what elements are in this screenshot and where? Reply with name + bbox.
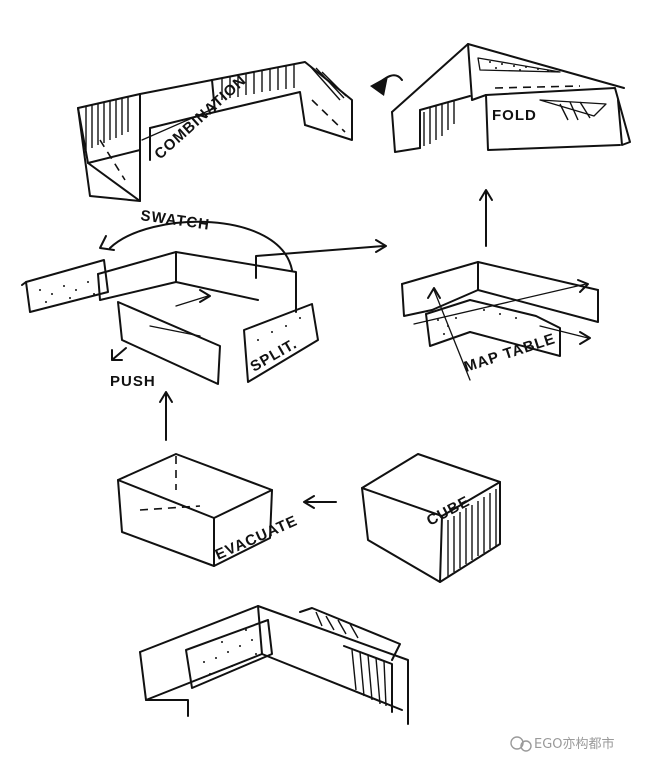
combination-sketch: COMBINATION — [77, 61, 353, 202]
fold-stipple — [489, 61, 549, 72]
label-map-table: MAP TABLE — [462, 330, 558, 376]
combination-hatch — [85, 65, 347, 150]
label-push: PUSH — [110, 373, 156, 390]
swatch-stipple — [39, 281, 301, 341]
evacuate-sketch: EVACUATE — [117, 453, 301, 567]
watermark-text: EGO亦构都市 — [534, 736, 615, 752]
cube-sketch: CUBE — [361, 453, 501, 583]
fold-sketch: FOLD — [391, 43, 631, 153]
bottom-hatch — [315, 611, 387, 707]
label-fold: FOLD — [492, 107, 537, 124]
label-swatch: SWATCH — [139, 207, 211, 234]
swatch-sketch: SWATCH PUSH SPLIT. — [21, 207, 387, 390]
maptable-sketch: MAP TABLE — [401, 261, 599, 381]
label-combination: COMBINATION — [151, 72, 250, 163]
fold-hatch — [423, 100, 591, 146]
arrow-evacuate-to-push — [159, 391, 173, 441]
arrow-fold-to-combination — [370, 74, 403, 96]
watermark: EGO亦构都市 — [510, 736, 615, 752]
arrow-cube-to-evacuate — [303, 495, 337, 509]
cube-hatch — [447, 489, 497, 576]
arrow-maptable-to-fold — [479, 189, 493, 247]
bottom-stipple — [203, 629, 257, 675]
maptable-stipple — [437, 309, 517, 335]
bottom-lform-sketch — [139, 605, 409, 725]
label-evacuate: EVACUATE — [213, 512, 301, 563]
